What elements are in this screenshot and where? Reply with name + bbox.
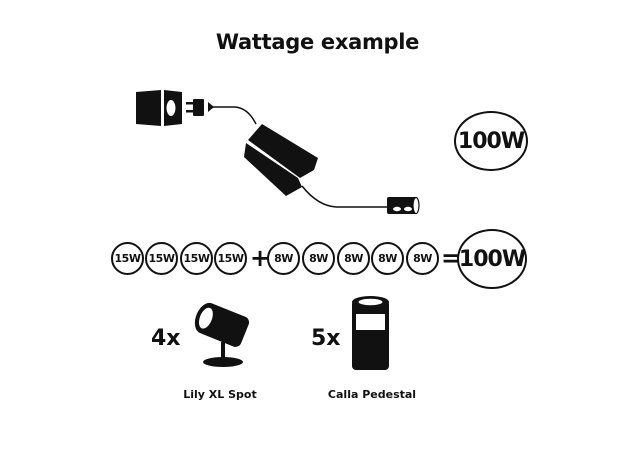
wattage-badge-8w: 8W <box>337 242 370 275</box>
power-adapter-icon <box>244 124 318 196</box>
product-count: 4x <box>151 326 181 351</box>
product-count: 5x <box>311 326 341 351</box>
pedestal-light-icon <box>352 296 389 370</box>
wattage-badge-8w: 8W <box>267 242 300 275</box>
product-name: Calla Pedestal <box>327 388 417 401</box>
cable <box>212 106 257 125</box>
wattage-badge-8w: 8W <box>302 242 335 275</box>
wattage-badge-15w: 15W <box>180 242 213 275</box>
wattage-badge-8w: 8W <box>371 242 404 275</box>
wattage-badge-15w: 15W <box>111 242 144 275</box>
equals-sign: = <box>441 244 462 272</box>
product-name: Lily XL Spot <box>183 388 257 401</box>
plug-icon <box>186 99 214 116</box>
power-supply-diagram <box>136 90 420 215</box>
cable <box>301 185 388 208</box>
spotlight-icon <box>194 302 250 367</box>
plus-sign: + <box>250 244 271 272</box>
wattage-badge-8w: 8W <box>406 242 439 275</box>
wall-socket-icon <box>136 90 182 126</box>
connector-icon <box>387 196 420 215</box>
total-wattage-badge: 100W <box>457 229 527 289</box>
power-rating-badge: 100W <box>454 111 528 171</box>
wattage-badge-15w: 15W <box>145 242 178 275</box>
page-title: Wattage example <box>215 30 420 54</box>
wattage-badge-15w: 15W <box>214 242 247 275</box>
